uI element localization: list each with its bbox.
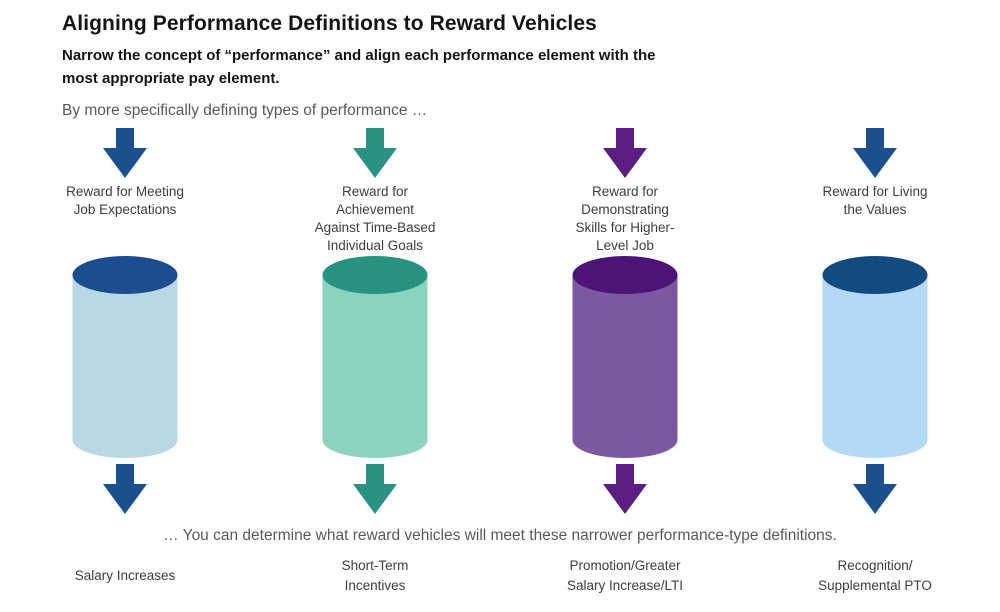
down-arrow-icon (103, 464, 147, 514)
performance-label: Reward for Meeting Job Expectations (66, 184, 184, 217)
page-title: Aligning Performance Definitions to Rewa… (62, 12, 597, 35)
performance-column-individual-goals: Reward for Achievement Against Time-Base… (250, 128, 500, 514)
cylinder-icon (822, 256, 928, 458)
performance-label: Reward for Demonstrating Skills for High… (575, 184, 675, 253)
diagram-header: Aligning Performance Definitions to Rewa… (62, 12, 960, 90)
intro-text: By more specifically defining types of p… (62, 102, 428, 119)
reward-cell: Recognition/ Supplemental PTO (750, 552, 1000, 600)
down-arrow-shape (103, 464, 147, 514)
down-arrow-shape (603, 464, 647, 514)
down-arrow-shape (103, 128, 147, 178)
down-arrow-shape (353, 464, 397, 514)
outro-text: … You can determine what reward vehicles… (163, 527, 837, 544)
reward-cell: Salary Increases (0, 552, 250, 600)
cylinder-icon (322, 256, 428, 458)
cylinder-bottom (72, 422, 178, 458)
reward-label: Recognition/ Supplemental PTO (818, 558, 932, 593)
down-arrow-icon (603, 464, 647, 514)
cylinder-body (572, 275, 678, 440)
cylinder-bottom (322, 422, 428, 458)
performance-column-higher-level-skills: Reward for Demonstrating Skills for High… (500, 128, 750, 514)
cylinder-icon (72, 256, 178, 458)
reward-labels-row: Salary Increases Short-Term Incentives P… (0, 552, 1000, 600)
reward-cell: Short-Term Incentives (250, 552, 500, 600)
performance-columns: Reward for Meeting Job Expectations Rewa… (0, 128, 1000, 514)
cylinder-top (572, 256, 678, 294)
reward-label: Promotion/Greater Salary Increase/LTI (566, 558, 684, 593)
cylinder-bottom (822, 422, 928, 458)
performance-label: Reward for Living the Values (822, 184, 928, 217)
down-arrow-shape (853, 464, 897, 514)
reward-cell: Promotion/Greater Salary Increase/LTI (500, 552, 750, 600)
cylinder-top (322, 256, 428, 294)
down-arrow-shape (603, 128, 647, 178)
down-arrow-icon (603, 128, 647, 178)
cylinder-top (72, 256, 178, 294)
cylinder-icon (572, 256, 678, 458)
down-arrow-icon (353, 128, 397, 178)
performance-column-meeting-expectations: Reward for Meeting Job Expectations (0, 128, 250, 514)
cylinder-body (72, 275, 178, 440)
down-arrow-icon (103, 128, 147, 178)
cylinder-body (822, 275, 928, 440)
down-arrow-icon (353, 464, 397, 514)
page-subtitle: Narrow the concept of “performance” and … (62, 47, 656, 87)
cylinder-bottom (572, 422, 678, 458)
performance-column-living-values: Reward for Living the Values (750, 128, 1000, 514)
down-arrow-shape (853, 128, 897, 178)
down-arrow-icon (853, 464, 897, 514)
cylinder-body (322, 275, 428, 440)
performance-label: Reward for Achievement Against Time-Base… (314, 184, 436, 253)
reward-label: Short-Term Incentives (341, 558, 409, 593)
down-arrow-icon (853, 128, 897, 178)
reward-label: Salary Increases (74, 568, 176, 584)
down-arrow-shape (353, 128, 397, 178)
cylinder-top (822, 256, 928, 294)
